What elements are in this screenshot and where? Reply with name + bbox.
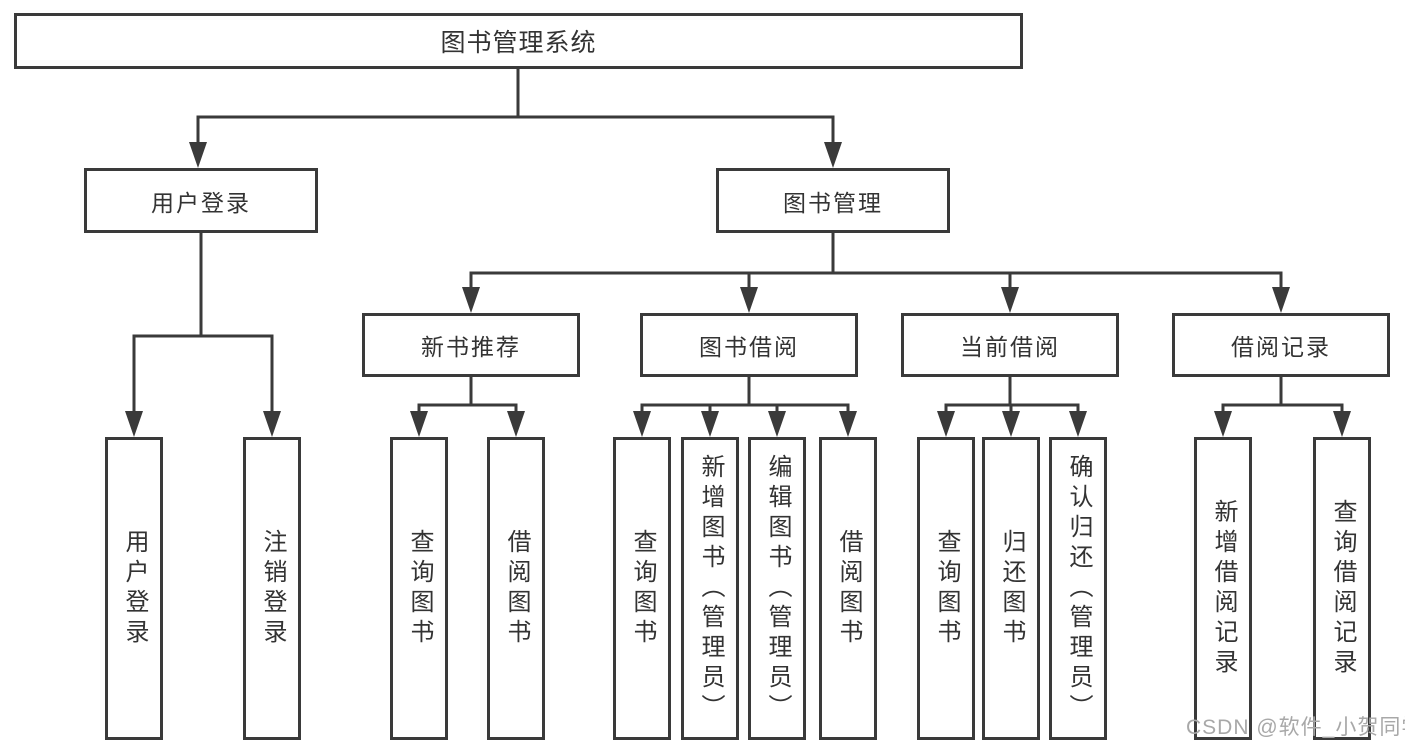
- leaf-cb-query-books: 查询图书: [917, 437, 975, 740]
- node-new-book-recommend: 新书推荐: [362, 313, 580, 377]
- node-book-borrow: 图书借阅: [640, 313, 858, 377]
- leaf-nbr-borrow-books-label: 借阅图书: [503, 528, 530, 649]
- node-new-book-recommend-label: 新书推荐: [421, 334, 521, 360]
- leaf-bb-query-books: 查询图书: [613, 437, 671, 740]
- arrowhead-down-icon: [937, 411, 1087, 437]
- leaf-cb-confirm-return-admin-label: 确认归还（管理员）: [1065, 453, 1092, 724]
- leaf-cb-return-books-label: 归还图书: [998, 528, 1025, 649]
- leaf-cb-confirm-return-admin: 确认归还（管理员）: [1049, 437, 1107, 740]
- connector-root: [189, 67, 842, 168]
- node-user-login: 用户登录: [84, 168, 318, 233]
- connector-book-management: [462, 230, 1290, 313]
- leaf-br-add-record: 新增借阅记录: [1194, 437, 1252, 740]
- leaf-nbr-query-books-label: 查询图书: [406, 528, 433, 649]
- leaf-cb-query-books-label: 查询图书: [933, 528, 960, 649]
- connector-current-borrow: [937, 374, 1087, 437]
- arrowhead-down-icon: [633, 411, 857, 437]
- connector-borrow-records: [1214, 374, 1351, 437]
- connector-book-borrow: [633, 374, 857, 437]
- leaf-cb-return-books: 归还图书: [982, 437, 1040, 740]
- leaf-user-login: 用户登录: [105, 437, 163, 740]
- node-borrow-records-label: 借阅记录: [1231, 334, 1331, 360]
- node-book-management-label: 图书管理: [783, 189, 883, 216]
- leaf-nbr-query-books: 查询图书: [390, 437, 448, 740]
- leaf-nbr-borrow-books: 借阅图书: [487, 437, 545, 740]
- arrowhead-down-icon: [125, 411, 281, 437]
- arrowhead-down-icon: [1214, 411, 1351, 437]
- watermark: CSDN @软件_小贺同学: [1186, 716, 1405, 739]
- connector-new-book-recommend: [410, 374, 525, 437]
- arrowhead-down-icon: [189, 142, 842, 168]
- node-root-label: 图书管理系统: [440, 29, 597, 57]
- leaf-bb-edit-books-admin-label: 编辑图书（管理员）: [764, 453, 791, 724]
- leaf-logout: 注销登录: [243, 437, 301, 740]
- node-book-management: 图书管理: [716, 168, 950, 233]
- node-borrow-records: 借阅记录: [1172, 313, 1390, 377]
- node-book-borrow-label: 图书借阅: [699, 334, 799, 360]
- node-root: 图书管理系统: [14, 13, 1023, 69]
- leaf-br-add-record-label: 新增借阅记录: [1210, 498, 1237, 679]
- leaf-br-query-record: 查询借阅记录: [1313, 437, 1371, 740]
- leaf-bb-borrow-books: 借阅图书: [819, 437, 877, 740]
- arrowhead-down-icon: [462, 287, 1290, 313]
- leaf-bb-borrow-books-label: 借阅图书: [835, 528, 862, 649]
- arrowhead-down-icon: [410, 411, 525, 437]
- node-user-login-label: 用户登录: [151, 189, 251, 216]
- connector-user-login: [125, 230, 281, 437]
- leaf-bb-add-books-admin: 新增图书（管理员）: [681, 437, 739, 740]
- leaf-br-query-record-label: 查询借阅记录: [1329, 498, 1356, 679]
- leaf-bb-add-books-admin-label: 新增图书（管理员）: [697, 453, 724, 724]
- node-current-borrow: 当前借阅: [901, 313, 1119, 377]
- node-current-borrow-label: 当前借阅: [960, 334, 1060, 360]
- leaf-bb-edit-books-admin: 编辑图书（管理员）: [748, 437, 806, 740]
- leaf-user-login-label: 用户登录: [121, 528, 148, 649]
- leaf-bb-query-books-label: 查询图书: [629, 528, 656, 649]
- leaf-logout-label: 注销登录: [259, 528, 286, 649]
